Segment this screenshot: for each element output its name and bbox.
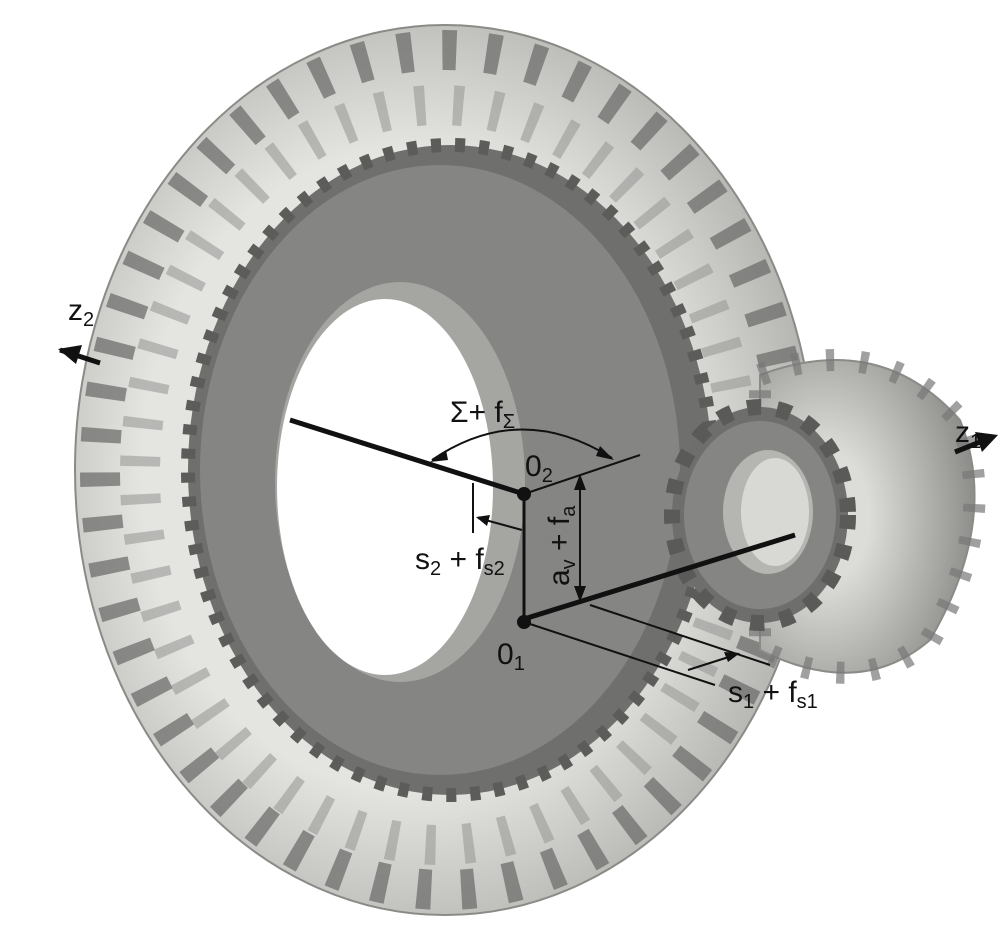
o2-label: 02 <box>525 450 553 487</box>
pinion-axis-line <box>523 532 796 622</box>
shaft-angle-label: Σ+ fΣ <box>450 396 516 433</box>
z1-label: z1 <box>955 416 982 453</box>
z2-arrowhead <box>58 345 82 364</box>
gear-axis-line <box>289 417 525 497</box>
origin-o1-point <box>517 615 531 629</box>
pinion-gear <box>664 349 986 684</box>
z2-label: z2 <box>68 294 95 331</box>
s1-label: s1 + fs1 <box>728 676 818 713</box>
z1-arrowhead <box>975 432 998 452</box>
offset-label: av + fa <box>543 505 580 586</box>
origin-o2-point <box>517 487 531 501</box>
o1-label: 01 <box>497 638 525 675</box>
dimension-lines <box>58 345 998 686</box>
s2-label: s2 + fs2 <box>415 543 505 580</box>
shaft-angle-arc <box>431 428 613 461</box>
